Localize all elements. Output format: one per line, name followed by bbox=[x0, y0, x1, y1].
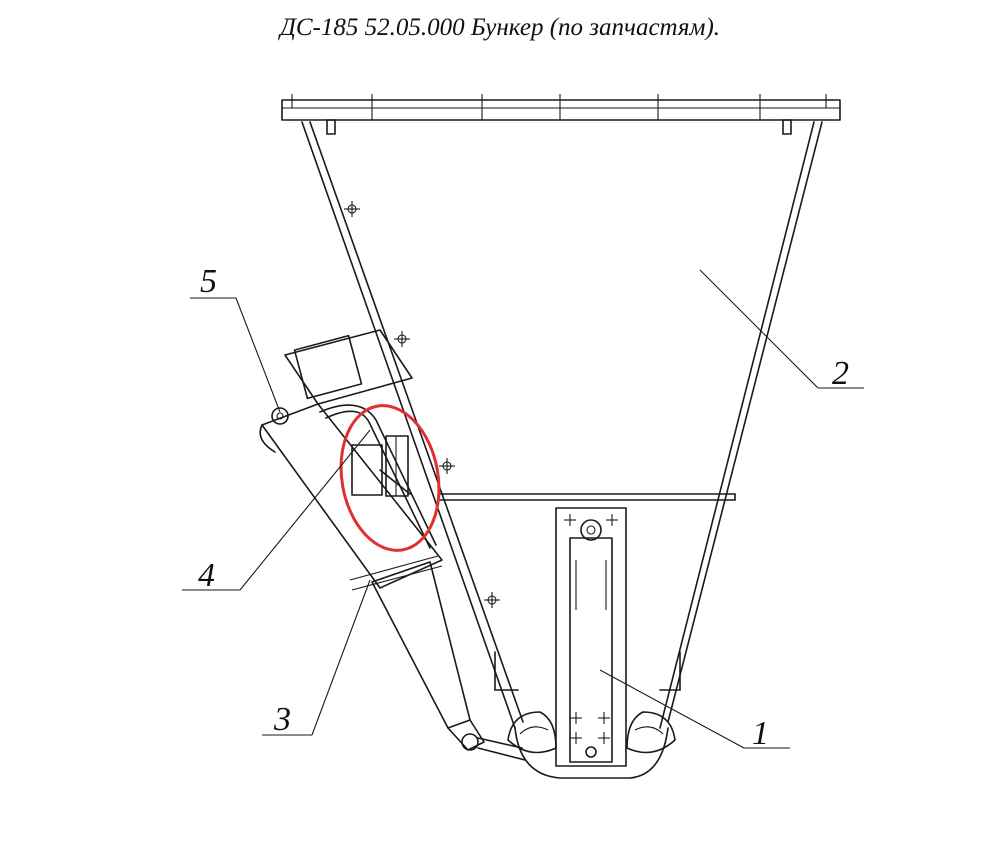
cylinder-assembly bbox=[259, 329, 526, 761]
drawing-title: ДС-185 52.05.000 Бункер (по запчастям). bbox=[279, 14, 721, 41]
lever-bracket bbox=[555, 507, 627, 767]
bottom-gate bbox=[494, 651, 681, 779]
leader-lines bbox=[182, 269, 864, 749]
callout-2: 2 bbox=[832, 355, 849, 392]
callout-3: 3 bbox=[273, 701, 291, 738]
callout-4: 4 bbox=[198, 557, 215, 594]
top-flange bbox=[281, 94, 841, 135]
hopper-cone bbox=[301, 121, 823, 729]
callout-1: 1 bbox=[752, 715, 769, 752]
valve-detail bbox=[351, 435, 411, 497]
highlight-circle bbox=[339, 404, 441, 552]
callout-5: 5 bbox=[200, 263, 217, 300]
